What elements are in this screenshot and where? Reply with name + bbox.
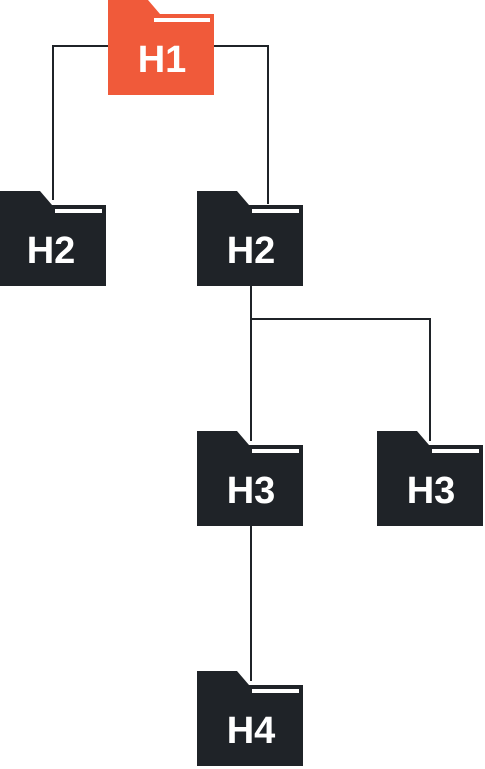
edge-h1-h2-left — [52, 45, 108, 200]
node-label-h2-right: H2 — [227, 230, 276, 272]
folder-node-h3-left[interactable]: H3 — [197, 431, 303, 526]
node-label-h4: H4 — [227, 710, 276, 752]
folder-icon — [108, 0, 214, 95]
folder-icon — [197, 431, 303, 526]
node-label-h3-left: H3 — [227, 470, 276, 512]
edge-h2-right-h3-right — [251, 318, 431, 441]
node-label-h3-right: H3 — [407, 470, 456, 512]
folder-node-h4[interactable]: H4 — [197, 671, 303, 766]
connectors — [52, 45, 431, 681]
folder-tab-stripe — [55, 209, 102, 213]
folder-icon — [377, 431, 483, 526]
folder-node-h1[interactable]: H1 — [108, 0, 214, 95]
edge-h1-h2-right — [214, 45, 269, 204]
folder-icon — [197, 671, 303, 766]
folder-node-h3-right[interactable]: H3 — [377, 431, 483, 526]
folder-tab-stripe — [252, 449, 299, 453]
folder-tab-stripe — [432, 449, 479, 453]
folder-tab-stripe — [154, 18, 210, 22]
folder-icon — [0, 191, 106, 286]
folder-icon — [197, 191, 303, 286]
node-label-h1: H1 — [138, 39, 187, 81]
folder-tab-stripe — [252, 209, 299, 213]
folder-node-h2-right[interactable]: H2 — [197, 191, 303, 286]
folder-tab-stripe — [252, 689, 299, 693]
node-label-h2-left: H2 — [27, 230, 76, 272]
folder-node-h2-left[interactable]: H2 — [0, 191, 106, 286]
